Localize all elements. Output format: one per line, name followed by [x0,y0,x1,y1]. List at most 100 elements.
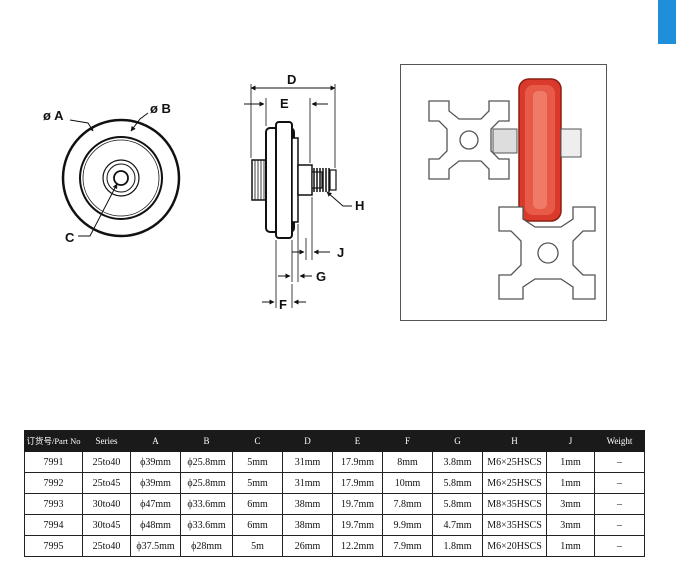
cell-e: 12.2mm [332,535,383,557]
cell-g: 5.8mm [432,493,483,515]
cell-h: M8×35HSCS [482,493,547,515]
upper-profile [428,100,510,180]
table-row: 7995 25to40 ϕ37.5mm ϕ28mm 5m 26mm 12.2mm… [24,535,645,557]
cell-a: ϕ39mm [130,451,181,473]
table-row: 7993 30to40 ϕ47mm ϕ33.6mm 6mm 38mm 19.7m… [24,493,645,515]
header-b: B [180,430,233,452]
cell-b: ϕ28mm [180,535,233,557]
cell-e: 19.7mm [332,493,383,515]
table-row: 7991 25to40 ϕ39mm ϕ25.8mm 5mm 31mm 17.9m… [24,451,645,473]
header-part-no: 订货号/Part No [24,430,83,452]
spec-table: 订货号/Part No Series A B C D E F G H J Wei… [24,430,645,557]
cell-h: M8×35HSCS [482,514,547,536]
center-hole [113,170,129,186]
cell-weight: – [594,472,645,494]
label-f: F [279,297,287,312]
front-view: ø A ø B C [43,101,181,245]
cell-c: 6mm [232,514,283,536]
cell-a: ϕ39mm [130,472,181,494]
header-series: Series [82,430,131,452]
outer-diameter-circle [61,118,181,238]
bolt-spacer [492,128,518,154]
header-c: C [232,430,283,452]
cell-f: 7.9mm [382,535,433,557]
cell-d: 26mm [282,535,333,557]
cell-f: 7.8mm [382,493,433,515]
cell-b: ϕ25.8mm [180,472,233,494]
cell-c: 5m [232,535,283,557]
spec-table-body: 7991 25to40 ϕ39mm ϕ25.8mm 5mm 31mm 17.9m… [24,451,645,557]
cell-a: ϕ48mm [130,514,181,536]
cell-e: 17.9mm [332,472,383,494]
header-row: 订货号/Part No Series A B C D E F G H J Wei… [24,430,645,452]
side-view: D E H J G F [244,72,364,312]
label-c: C [65,230,75,245]
technical-drawing: ø A ø B C D E [43,72,364,312]
cell-c: 5mm [232,472,283,494]
label-j: J [337,245,344,260]
cell-e: 19.7mm [332,514,383,536]
header-g: G [432,430,483,452]
cell-g: 3.8mm [432,451,483,473]
cell-g: 4.7mm [432,514,483,536]
cell-weight: – [594,451,645,473]
cell-c: 6mm [232,493,283,515]
cell-d: 31mm [282,451,333,473]
cell-weight: – [594,493,645,515]
cell-a: ϕ37.5mm [130,535,181,557]
cell-series: 30to45 [82,514,131,536]
cell-b: ϕ33.6mm [180,514,233,536]
cell-series: 30to40 [82,493,131,515]
cell-part-no: 7994 [24,514,83,536]
header-a: A [130,430,181,452]
cell-e: 17.9mm [332,451,383,473]
bearing-circle [79,136,163,220]
cell-b: ϕ33.6mm [180,493,233,515]
cell-part-no: 7993 [24,493,83,515]
label-a: ø A [43,108,64,123]
header-weight: Weight [594,430,645,452]
header-f: F [382,430,433,452]
red-wheel [518,78,562,222]
cell-b: ϕ25.8mm [180,451,233,473]
cell-j: 3mm [546,514,595,536]
cell-part-no: 7992 [24,472,83,494]
cell-weight: – [594,514,645,536]
cell-part-no: 7991 [24,451,83,473]
cell-f: 10mm [382,472,433,494]
wheel-shaft [560,128,582,158]
cell-weight: – [594,535,645,557]
cell-j: 1mm [546,451,595,473]
cell-h: M6×20HSCS [482,535,547,557]
label-e: E [280,96,289,111]
cell-d: 38mm [282,493,333,515]
cell-c: 5mm [232,451,283,473]
cell-d: 31mm [282,472,333,494]
header-d: D [282,430,333,452]
product-illustration [428,78,596,300]
cell-f: 9.9mm [382,514,433,536]
header-e: E [332,430,383,452]
cell-a: ϕ47mm [130,493,181,515]
header-h: H [482,430,547,452]
corner-color-tab [658,0,676,44]
lower-profile [498,206,596,300]
cell-series: 25to40 [82,535,131,557]
label-g: G [316,269,326,284]
product-illustration-frame [400,64,607,321]
cell-g: 5.8mm [432,472,483,494]
header-j: J [546,430,595,452]
table-row: 7994 30to45 ϕ48mm ϕ33.6mm 6mm 38mm 19.7m… [24,514,645,536]
cell-j: 1mm [546,535,595,557]
label-d: D [287,72,296,87]
cell-h: M6×25HSCS [482,472,547,494]
label-h: H [355,198,364,213]
cell-series: 25to40 [82,451,131,473]
cell-d: 38mm [282,514,333,536]
cell-series: 25to45 [82,472,131,494]
cell-part-no: 7995 [24,535,83,557]
cell-f: 8mm [382,451,433,473]
spec-table-header: 订货号/Part No Series A B C D E F G H J Wei… [24,430,645,452]
cell-j: 3mm [546,493,595,515]
cell-h: M6×25HSCS [482,451,547,473]
